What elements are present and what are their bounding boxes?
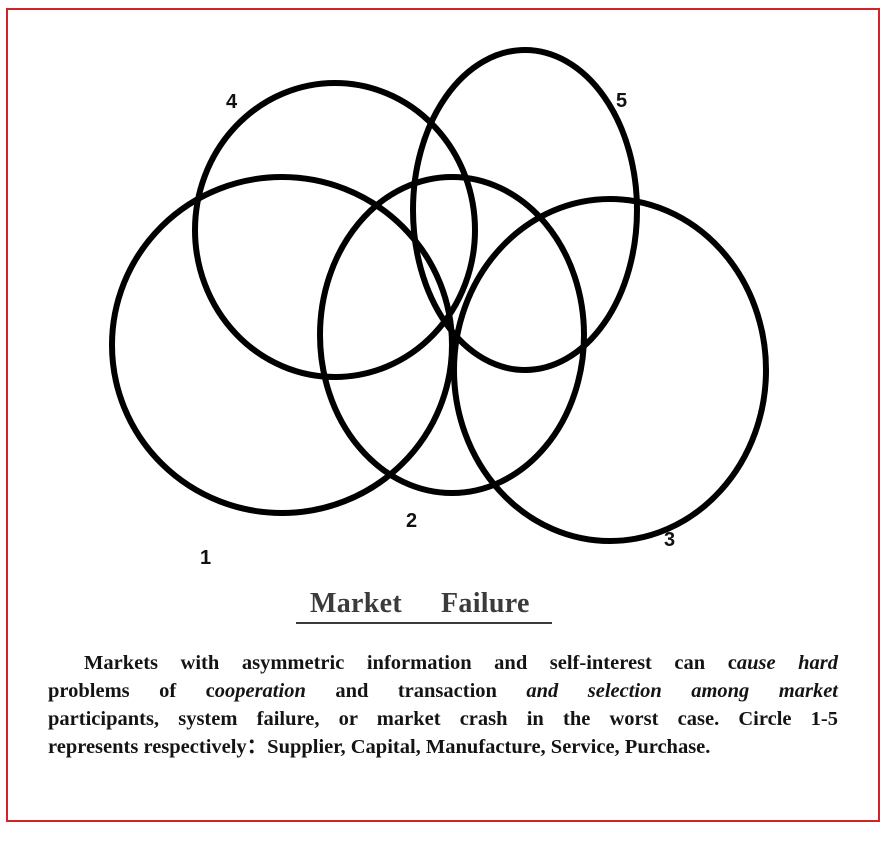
circle-label-2: 2 (406, 510, 417, 532)
circle-1-supplier (109, 174, 455, 516)
figure-frame (6, 8, 880, 822)
circle-2-capital (317, 174, 587, 496)
caption-line-4: represents respectively：Supplier, Capita… (48, 736, 711, 758)
circle-5-purchase (410, 47, 640, 373)
circle-4-service (192, 80, 478, 380)
circle-label-5: 5 (616, 90, 627, 112)
circle-label-3: 3 (664, 529, 675, 551)
circle-3-manufacture (451, 196, 769, 544)
caption-line-2: problems of cooperation and transaction … (48, 680, 838, 702)
diagram-caption: Markets with asymmetric information and … (48, 649, 838, 761)
caption-line-1: Markets with asymmetric information and … (84, 652, 839, 674)
circle-label-4: 4 (226, 91, 238, 113)
caption-line-3: participants, system failure, or market … (48, 708, 838, 730)
title-word-market: Market (310, 588, 402, 619)
circle-label-1: 1 (200, 547, 211, 569)
diagram-title: Market Failure (296, 588, 552, 624)
title-word-failure: Failure (441, 588, 530, 619)
